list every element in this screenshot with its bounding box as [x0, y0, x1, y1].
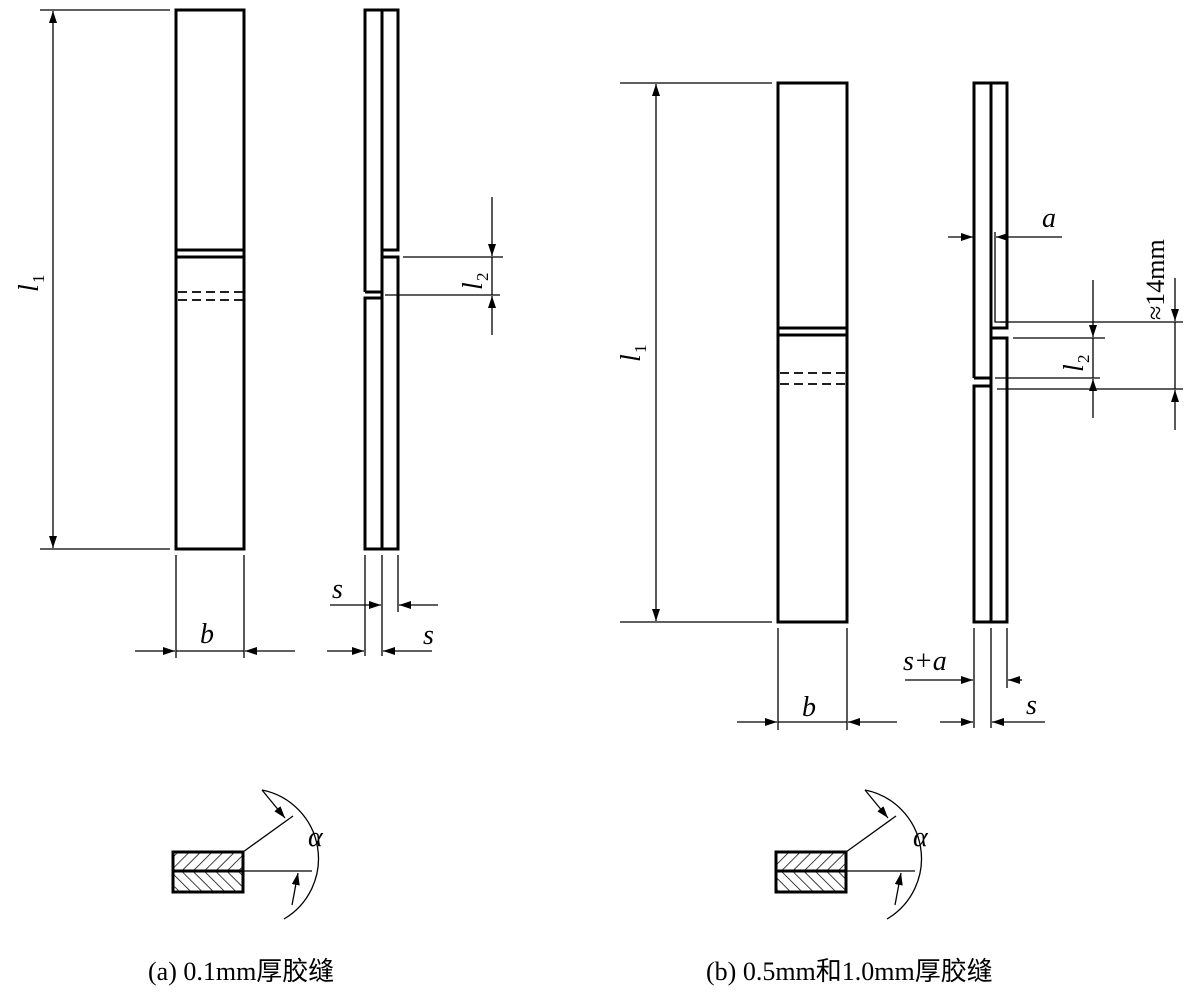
side-view-a	[363, 8, 400, 551]
l1-subscript: 1	[631, 345, 650, 354]
a-label: a	[1042, 203, 1056, 234]
a-dimension: a	[948, 203, 1062, 241]
l2-subscript: 2	[473, 273, 492, 282]
front-view-a	[174, 8, 246, 551]
figure-a: l 1 b l 2	[14, 8, 503, 986]
b-label: b	[802, 692, 816, 723]
s-plus-a-label: s+a	[903, 646, 947, 677]
approx-14mm-label: ≈14mm	[1141, 239, 1170, 320]
b-label: b	[200, 619, 214, 650]
s-label: s	[1026, 690, 1037, 721]
figure-b: l 1 b a	[616, 81, 1183, 986]
cross-section-a: α	[171, 789, 324, 920]
caption-b: (b) 0.5mm和1.0mm厚胶缝	[706, 957, 993, 986]
l1-dimension-b: l 1	[616, 82, 772, 623]
s-dimensions-a: s s	[327, 555, 438, 656]
alpha-label: α	[308, 822, 324, 853]
l2-subscript: 2	[1074, 355, 1093, 364]
side-view-b	[972, 81, 1009, 624]
alpha-label: α	[913, 822, 929, 853]
l2-dimension-b: l 2	[995, 280, 1105, 418]
l2-label: l	[1059, 364, 1090, 372]
b-dimension-a: b	[135, 555, 295, 658]
l1-label: l	[14, 284, 45, 292]
s-label-bottom: s	[423, 620, 434, 651]
l1-subscript: 1	[29, 275, 48, 284]
l2-label: l	[458, 282, 489, 290]
l1-dimension-a: l 1	[14, 9, 170, 550]
caption-a: (a) 0.1mm厚胶缝	[148, 957, 334, 986]
s-label-top: s	[332, 574, 343, 605]
s-dimensions-b: s+a s	[903, 628, 1045, 728]
approx-14mm-dimension: ≈14mm	[997, 239, 1183, 430]
l2-dimension-a: l 2	[385, 197, 503, 335]
b-dimension-b: b	[737, 628, 897, 730]
l1-label: l	[616, 354, 647, 362]
cross-section-b: α	[774, 789, 929, 920]
front-view-b	[776, 81, 849, 624]
